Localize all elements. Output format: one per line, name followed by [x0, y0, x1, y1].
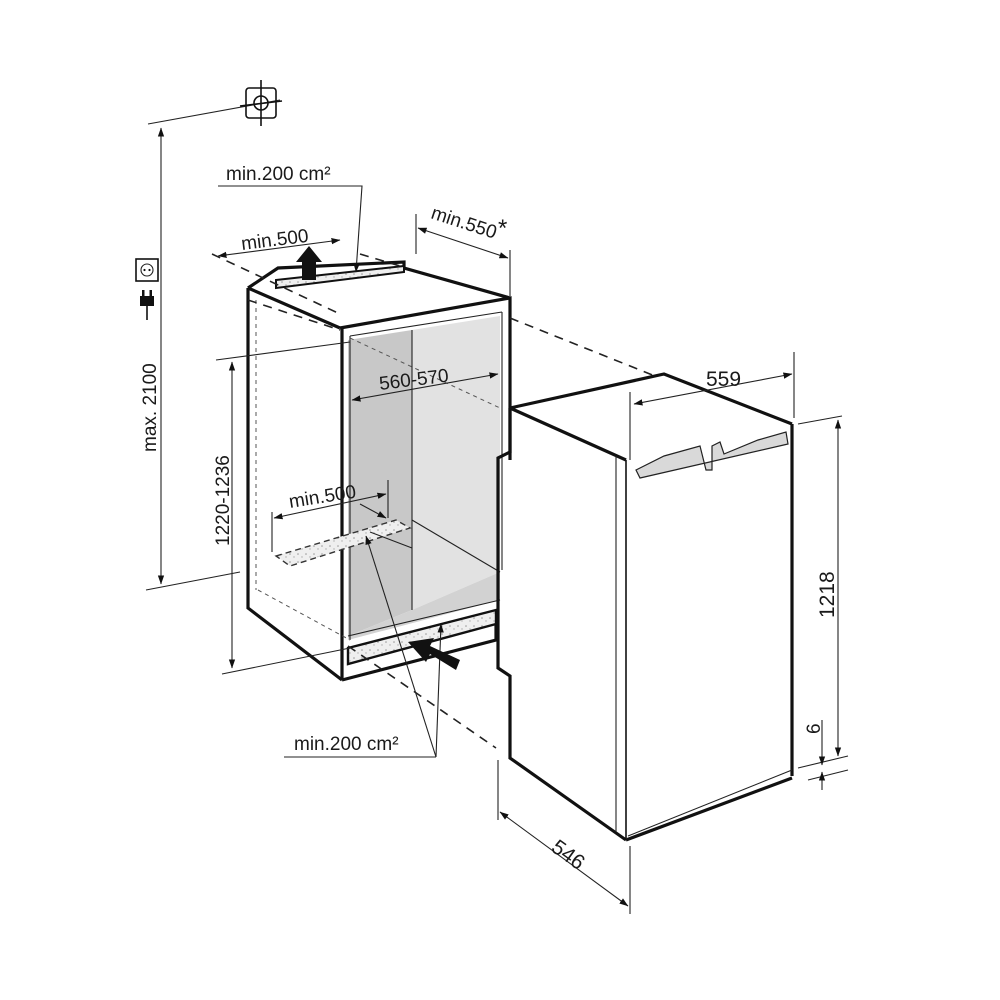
max-height-dimension [145, 127, 241, 591]
niche-depth-label: min.550 [428, 203, 499, 244]
top-vent-width-label: min.500 [240, 226, 310, 255]
niche-depth-footnote-mark: * [498, 215, 507, 242]
top-vent-area-label: min.200 cm² [226, 164, 331, 185]
power-socket-icon [135, 258, 159, 282]
bottom-vent-width-dimension [271, 480, 389, 552]
appliance-depth-label: 546 [547, 835, 589, 874]
top-vent-width-dimension [217, 237, 341, 259]
niche-width-dimension [351, 372, 499, 402]
bottom-vent-area-dimension [284, 535, 444, 758]
niche-depth-dimension [415, 214, 511, 296]
appliance-gap-label: 6 [804, 723, 825, 734]
top-vent-area-dimension [218, 185, 363, 273]
max-height-label: max. 2100 [140, 363, 161, 452]
appliance-height-label: 1218 [816, 571, 839, 618]
bottom-vent-area-label: min.200 cm² [294, 734, 399, 755]
appliance-top-grille [635, 431, 789, 479]
niche-cabinet [211, 253, 661, 749]
ceiling-connection-icon [147, 80, 283, 126]
appliance-height-dimension [797, 415, 849, 790]
airflow-in-arrow [408, 638, 460, 670]
bottom-vent-width-label: min.500 [287, 482, 357, 513]
niche-height-dimension [215, 341, 351, 675]
appliance-width-dimension [629, 352, 795, 460]
appliance-body [496, 372, 794, 842]
niche-depth-value: min.550 [428, 203, 499, 244]
niche-height-label: 1220-1236 [213, 455, 234, 546]
appliance-depth-dimension [497, 760, 631, 914]
power-plug-icon [140, 290, 154, 320]
appliance-width-label: 559 [706, 368, 741, 391]
